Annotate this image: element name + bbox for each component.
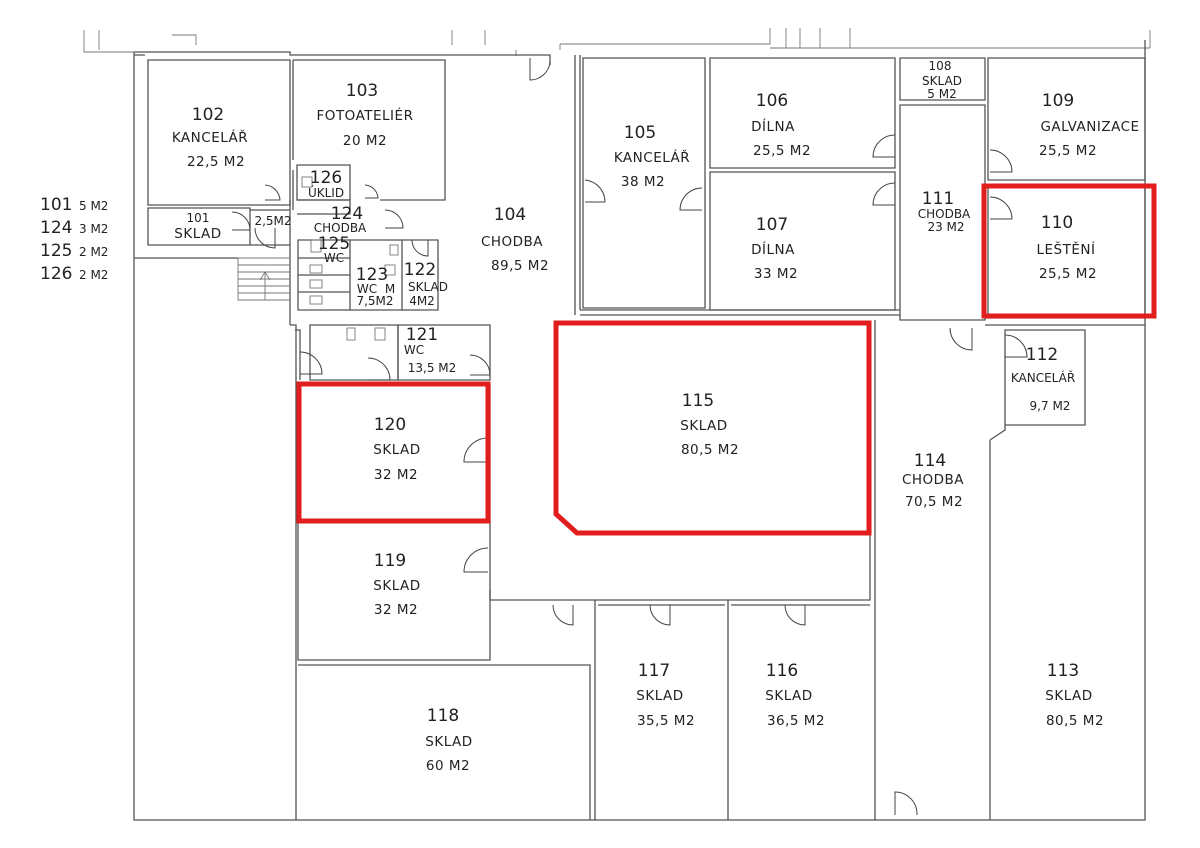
room-120-area: 32 M2	[374, 467, 418, 483]
room-107-number: 107	[756, 215, 788, 235]
room-118-number: 118	[427, 706, 459, 726]
legend-124-area: 3 M2	[79, 222, 108, 236]
room-117-name: SKLAD	[636, 688, 683, 704]
room-126-name: ÚKLID	[308, 185, 344, 200]
sanitary-fixtures	[301, 176, 399, 341]
room-106-name: DÍLNA	[751, 118, 795, 135]
room-123-number: 123	[356, 265, 388, 285]
room-115-number: 115	[682, 391, 714, 411]
room-111-name: CHODBA	[918, 207, 971, 221]
room-119-number: 119	[374, 551, 406, 571]
room-106-area: 25,5 M2	[753, 143, 811, 159]
room-105-number: 105	[624, 123, 656, 143]
room-124-number: 124	[331, 204, 363, 224]
room-110-number: 110	[1041, 213, 1073, 233]
legend-126-num: 126	[40, 264, 72, 284]
room-111-number: 111	[922, 189, 954, 209]
room-119-name: SKLAD	[373, 578, 420, 594]
room-121-number: 121	[406, 325, 438, 345]
room-116-name: SKLAD	[765, 688, 812, 704]
room-122-number: 122	[404, 260, 436, 280]
legend-125-num: 125	[40, 241, 72, 261]
room-102-name: KANCELÁŘ	[172, 129, 248, 146]
doors	[231, 58, 1028, 816]
room-117-number: 117	[638, 661, 670, 681]
room-104-number: 104	[494, 205, 526, 225]
room-117-area: 35,5 M2	[637, 713, 695, 729]
room-highlights	[296, 183, 1157, 536]
area-legend: 101 5 M2 124 3 M2 125 2 M2 126 2 M2	[40, 195, 108, 284]
room-120-number: 120	[374, 415, 406, 435]
room-labels: 101 SKLAD 102 KANCELÁŘ 22,5 M2 103 FOTOA…	[172, 59, 1139, 774]
room-114-number: 114	[914, 451, 946, 471]
room-108-area: 5 M2	[927, 87, 956, 101]
room-113-area: 80,5 M2	[1046, 713, 1104, 729]
room-116-area: 36,5 M2	[767, 713, 825, 729]
room-109-name: GALVANIZACE	[1040, 119, 1139, 135]
room-120-name: SKLAD	[373, 442, 420, 458]
room-125-name: WC	[324, 251, 344, 265]
room-118-name: SKLAD	[425, 734, 472, 750]
room-103-area: 20 M2	[343, 133, 387, 149]
room-118-area: 60 M2	[426, 758, 470, 774]
room-103-name: FOTOATELIÉR	[317, 107, 414, 124]
room-112-area: 9,7 M2	[1030, 399, 1071, 413]
legend-126-area: 2 M2	[79, 268, 108, 282]
room-102-number: 102	[192, 105, 224, 125]
room-106-number: 106	[756, 91, 788, 111]
room-110-name: LEŠTĚNÍ	[1037, 240, 1096, 258]
room-104-name: CHODBA	[481, 234, 543, 250]
room-116-number: 116	[766, 661, 798, 681]
room-110-area: 25,5 M2	[1039, 266, 1097, 282]
highlight-room-115	[553, 320, 872, 536]
room-112-number: 112	[1026, 345, 1058, 365]
room-101-name: SKLAD	[174, 226, 221, 242]
room-101-number: 101	[187, 211, 210, 225]
room-123-area: 7,5M2	[356, 294, 393, 308]
room-123-m: M	[385, 282, 395, 296]
legend-124-num: 124	[40, 218, 72, 238]
room-109-number: 109	[1042, 91, 1074, 111]
room-121-area: 13,5 M2	[408, 361, 457, 375]
room-122-area: 4M2	[409, 294, 435, 308]
legend-125-area: 2 M2	[79, 245, 108, 259]
legend-101-area: 5 M2	[79, 199, 108, 213]
room-114-name: CHODBA	[902, 472, 964, 488]
walls	[83, 28, 1151, 821]
room-124-name: CHODBA	[314, 221, 367, 235]
room-123-name: WC	[357, 282, 377, 296]
room-113-number: 113	[1047, 661, 1079, 681]
room-103-number: 103	[346, 81, 378, 101]
room-115-name: SKLAD	[680, 418, 727, 434]
room-109-area: 25,5 M2	[1039, 143, 1097, 159]
room-107-name: DÍLNA	[751, 241, 795, 258]
room-104-area: 89,5 M2	[491, 258, 549, 274]
room-126-number: 126	[310, 168, 342, 188]
room-108-name: SKLAD	[922, 74, 962, 88]
legend-101-num: 101	[40, 195, 72, 215]
room-115-area: 80,5 M2	[681, 442, 739, 458]
room-111-area: 23 M2	[927, 220, 964, 234]
room-108-number: 108	[929, 59, 952, 73]
room-105-name: KANCELÁŘ	[614, 149, 690, 166]
room-107-area: 33 M2	[754, 266, 798, 282]
room-112-name: KANCELÁŘ	[1011, 370, 1075, 385]
room-122-name: SKLAD	[408, 280, 448, 294]
room-119-area: 32 M2	[374, 602, 418, 618]
room-121-name: WC	[404, 343, 424, 357]
highlight-room-120	[296, 381, 491, 524]
room-102-area: 22,5 M2	[187, 154, 245, 170]
room-105-area: 38 M2	[621, 174, 665, 190]
room-114-area: 70,5 M2	[905, 494, 963, 510]
highlight-room-110	[981, 183, 1157, 319]
room-125-number: 125	[318, 234, 350, 254]
stair-area: 2,5M2	[254, 214, 291, 228]
room-113-name: SKLAD	[1045, 688, 1092, 704]
